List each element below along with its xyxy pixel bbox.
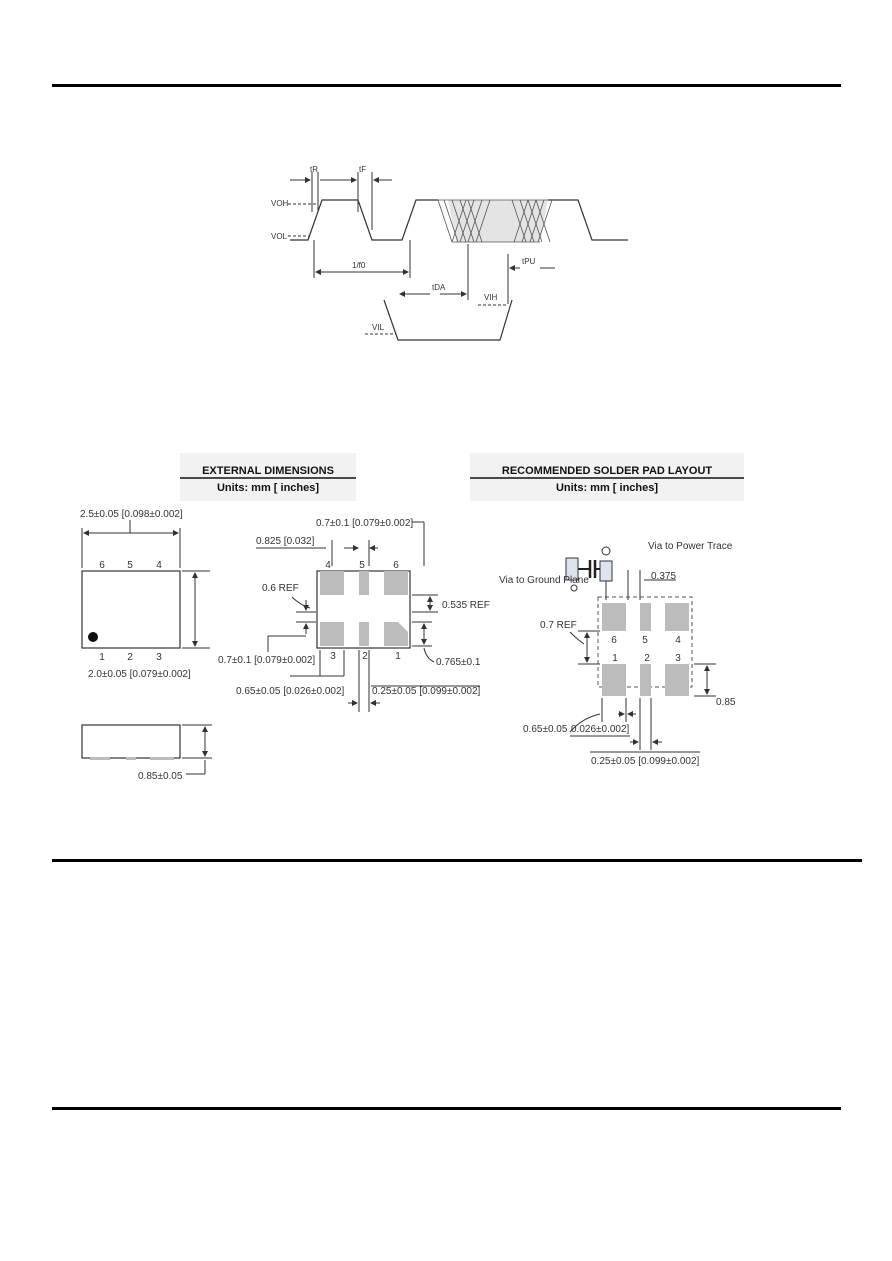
timing-diagram: VOH VOL tR tF 1/f0 tDA tPU VIH VI	[271, 165, 628, 341]
pin-label: 2	[127, 652, 133, 663]
period-label: 1/f0	[352, 261, 366, 270]
ext-header-units: Units: mm [ inches]	[217, 482, 319, 494]
pin1-dot	[88, 632, 98, 642]
pad-header-title: RECOMMENDED SOLDER PAD LAYOUT	[502, 465, 713, 477]
pad-dim-085: 0.85	[716, 697, 736, 708]
pin-label: 2	[362, 651, 368, 662]
pad-w-dim-b: 0.026±0.002]	[571, 724, 630, 735]
ext-bottom-pad-w-dim: 0.7±0.1 [0.079±0.002]	[316, 518, 413, 529]
pin-label: 3	[675, 653, 681, 664]
pin-label: 2	[644, 653, 650, 664]
ext-bottom-gap-dim: 0.535 REF	[442, 600, 490, 611]
ext-bottom-side-dim: 0.765±0.1	[436, 657, 481, 668]
pin-label: 5	[127, 560, 133, 571]
vil-label: VIL	[372, 323, 385, 332]
pin-label: 4	[156, 560, 162, 571]
ext-bottom-ref-dim: 0.6 REF	[262, 583, 299, 594]
ext-thick-dim: 0.85±0.05	[138, 771, 183, 782]
pin-label: 6	[611, 635, 617, 646]
top-rule	[52, 84, 841, 87]
power-via-icon	[601, 546, 611, 556]
pad-dim-375: 0.375	[651, 571, 676, 582]
pin-label: 3	[156, 652, 162, 663]
pin-label: 1	[395, 651, 401, 662]
pin-label: 5	[642, 635, 648, 646]
pad-center-w-dim: 0.25±0.05 [0.099±0.002]	[591, 756, 700, 767]
ext-header-title: EXTERNAL DIMENSIONS	[202, 465, 334, 477]
solder-pad-layout: RECOMMENDED SOLDER PAD LAYOUT Units: mm …	[470, 453, 744, 767]
pin-label: 3	[330, 651, 336, 662]
tpu-label: tPU	[522, 257, 536, 266]
pin-label: 1	[612, 653, 618, 664]
ext-bottom-pitch-dim: 0.825 [0.032]	[256, 536, 315, 547]
ground-via-icon	[570, 584, 578, 592]
middle-rule	[52, 859, 862, 862]
ext-bottom-pad-h-dim: 0.7±0.1 [0.079±0.002]	[218, 655, 315, 666]
pad-header-units: Units: mm [ inches]	[556, 482, 658, 494]
pin-label: 4	[675, 635, 681, 646]
pin-label: 5	[359, 560, 365, 571]
pin-label: 6	[99, 560, 105, 571]
voh-label: VOH	[271, 199, 289, 208]
external-dimensions: EXTERNAL DIMENSIONS Units: mm [ inches] …	[80, 453, 490, 782]
tf-label: tF	[359, 165, 366, 174]
pad-ref-dim: 0.7 REF	[540, 620, 577, 631]
tda-label: tDA	[432, 283, 446, 292]
ext-height-dim: 2.0±0.05 [0.079±0.002]	[88, 669, 191, 680]
ext-bottom-pad-w2-dim: 0.65±0.05 [0.026±0.002]	[236, 686, 345, 697]
bottom-rule	[52, 1107, 841, 1110]
vol-label: VOL	[271, 232, 288, 241]
ext-bottom-center-w-dim: 0.25±0.05 [0.099±0.002]	[372, 686, 481, 697]
via-power-label: Via to Power Trace	[648, 541, 733, 552]
vih-label: VIH	[484, 293, 498, 302]
via-ground-label: Via to Ground Plane	[499, 575, 589, 586]
tr-label: tR	[310, 165, 318, 174]
pin-label: 1	[99, 652, 105, 663]
pin-label: 6	[393, 560, 399, 571]
pad-w-dim-a: 0.65±0.05	[523, 724, 568, 735]
ext-width-dim: 2.5±0.05 [0.098±0.002]	[80, 509, 183, 520]
pin-label: 4	[325, 560, 331, 571]
